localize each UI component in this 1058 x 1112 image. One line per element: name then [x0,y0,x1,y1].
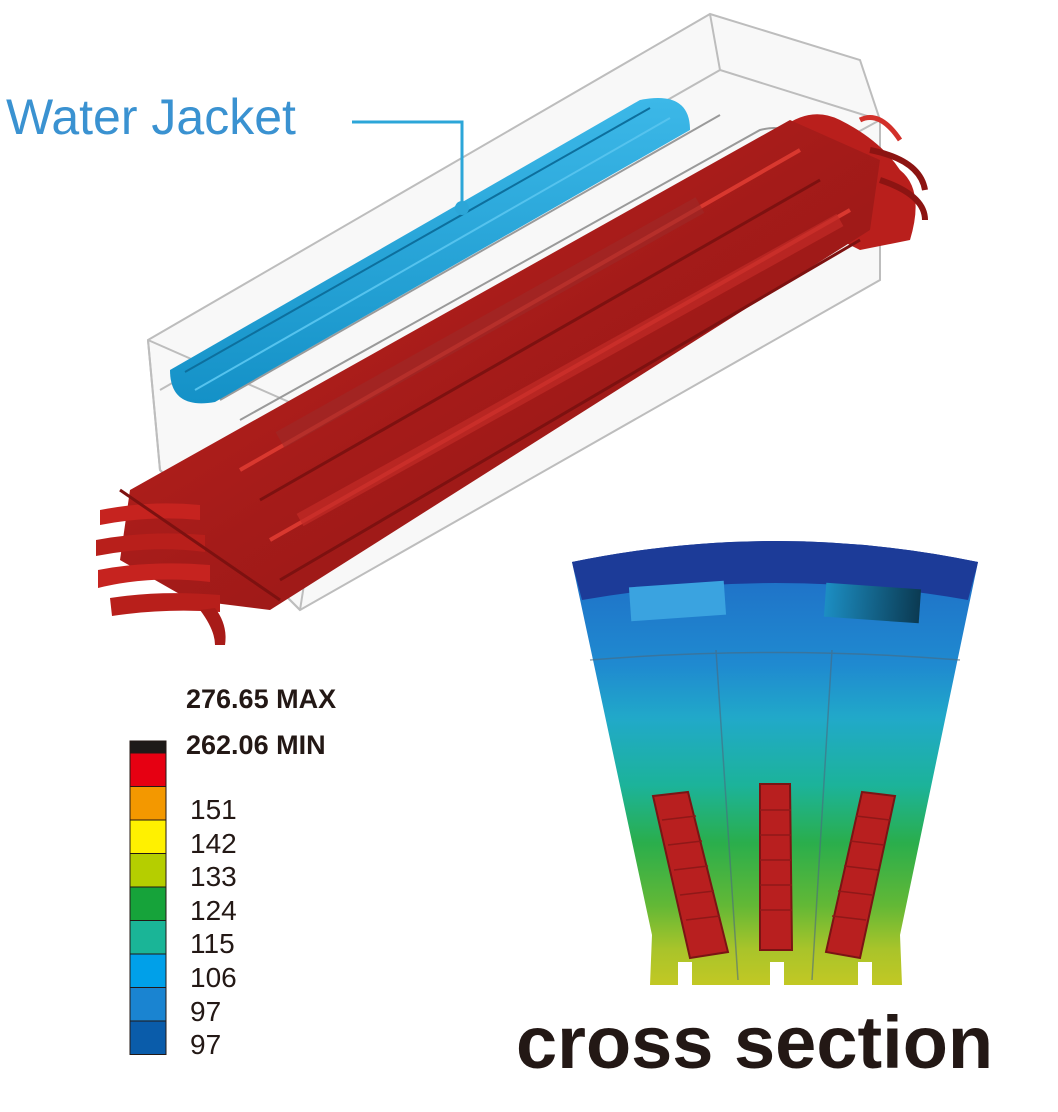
legend-tick-label: 115 [190,928,235,960]
legend-swatch [129,987,167,1022]
legend-swatch [129,1020,167,1055]
motor-assembly [96,12,928,645]
water-jacket-label: Water Jacket [6,89,296,145]
legend-swatch [129,920,167,955]
legend-tick-label: 142 [190,827,237,859]
legend-swatch [129,786,167,821]
legend-min-label: 262.06 MIN [186,730,326,760]
legend-max-label: 276.65 MAX [186,684,337,714]
cross-section-plot [572,541,978,986]
coil-winding [96,114,928,645]
cooling-channel-left [628,580,727,622]
legend-tick-label: 124 [190,894,237,926]
cooling-channel-right [823,582,922,624]
coil-slots [651,783,897,960]
legend-swatch [129,953,167,988]
legend-swatch [129,819,167,854]
legend-swatch [129,853,167,888]
legend-color-bar [129,740,167,1055]
legend-tick-label: 106 [190,962,237,993]
legend-tick-label: 97 [190,1029,222,1061]
legend-tick-label: 151 [190,794,237,825]
legend-tick-label: 133 [190,861,237,893]
legend-swatch [129,740,167,754]
cross-section-caption: cross section [516,1001,994,1084]
legend-tick-label: 97 [190,995,222,1027]
water-jacket [170,98,690,404]
legend-swatch [129,886,167,921]
water-jacket-callout [352,120,469,215]
legend-swatch [129,752,167,787]
